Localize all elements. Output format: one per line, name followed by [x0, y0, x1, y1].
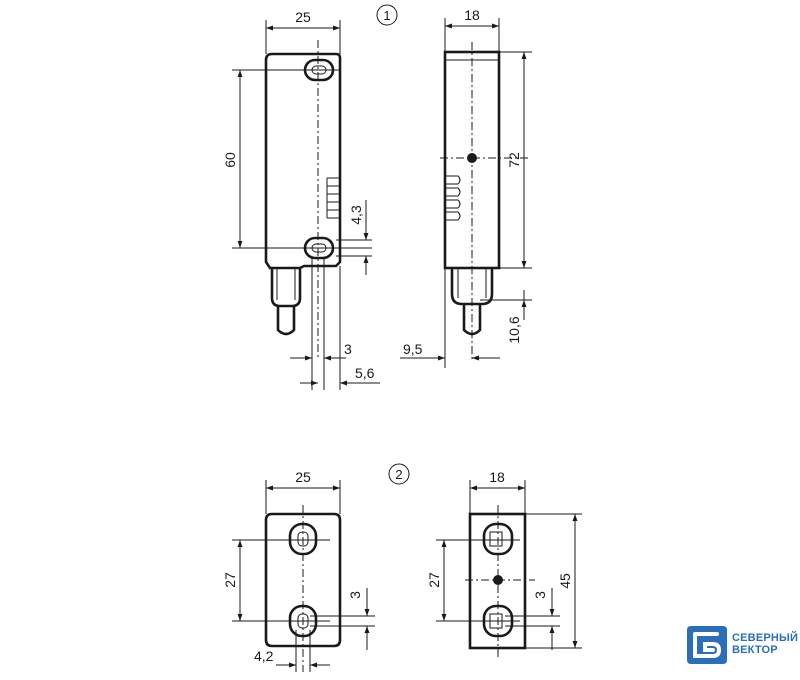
v1-front-width-label: 25 [295, 9, 311, 25]
view1-front-body [264, 40, 372, 360]
v1-front-3-label: 3 [344, 341, 352, 357]
v2-front-spacing-label: 27 [222, 572, 238, 588]
view1-side-dimensions [400, 18, 532, 368]
logo-line-1: СЕВЕРНЫЙ [732, 632, 799, 644]
view2-side-body [465, 505, 535, 660]
logo-line-2: ВЕКТОР [732, 644, 778, 656]
company-logo [687, 626, 727, 664]
variant-2-text: 2 [395, 467, 402, 482]
company-logo-text: СЕВЕРНЫЙ ВЕКТОР [732, 632, 798, 656]
v2-front-3-label: 3 [347, 591, 363, 599]
led-slots [326, 177, 340, 219]
view2-side-dimensions [436, 480, 582, 650]
view1-side-body [440, 42, 530, 360]
variant-1-text: 1 [383, 8, 390, 23]
v1-front-5-6-label: 5,6 [355, 365, 375, 381]
v1-side-width-label: 18 [464, 7, 480, 23]
v1-side-9-5-label: 9,5 [403, 341, 423, 357]
variant-2-label [388, 463, 410, 485]
v2-front-4-2-label: 4,2 [254, 648, 274, 664]
v1-front-4-3-label: 4,3 [348, 205, 364, 225]
view2-front-body [264, 505, 342, 672]
v2-side-width-label: 18 [489, 469, 505, 485]
v1-side-height-label: 72 [506, 152, 522, 168]
variant-1-label [376, 4, 398, 26]
v2-side-spacing-label: 27 [426, 572, 442, 588]
view1-front-dimensions [232, 20, 380, 390]
v2-side-3-label: 3 [532, 591, 548, 599]
v1-side-10-6-label: 10,6 [506, 316, 522, 343]
v2-side-height-label: 45 [557, 573, 573, 589]
v1-front-spacing-label: 60 [222, 152, 238, 168]
view2-front-dimensions [232, 480, 375, 672]
v2-front-width-label: 25 [295, 469, 311, 485]
